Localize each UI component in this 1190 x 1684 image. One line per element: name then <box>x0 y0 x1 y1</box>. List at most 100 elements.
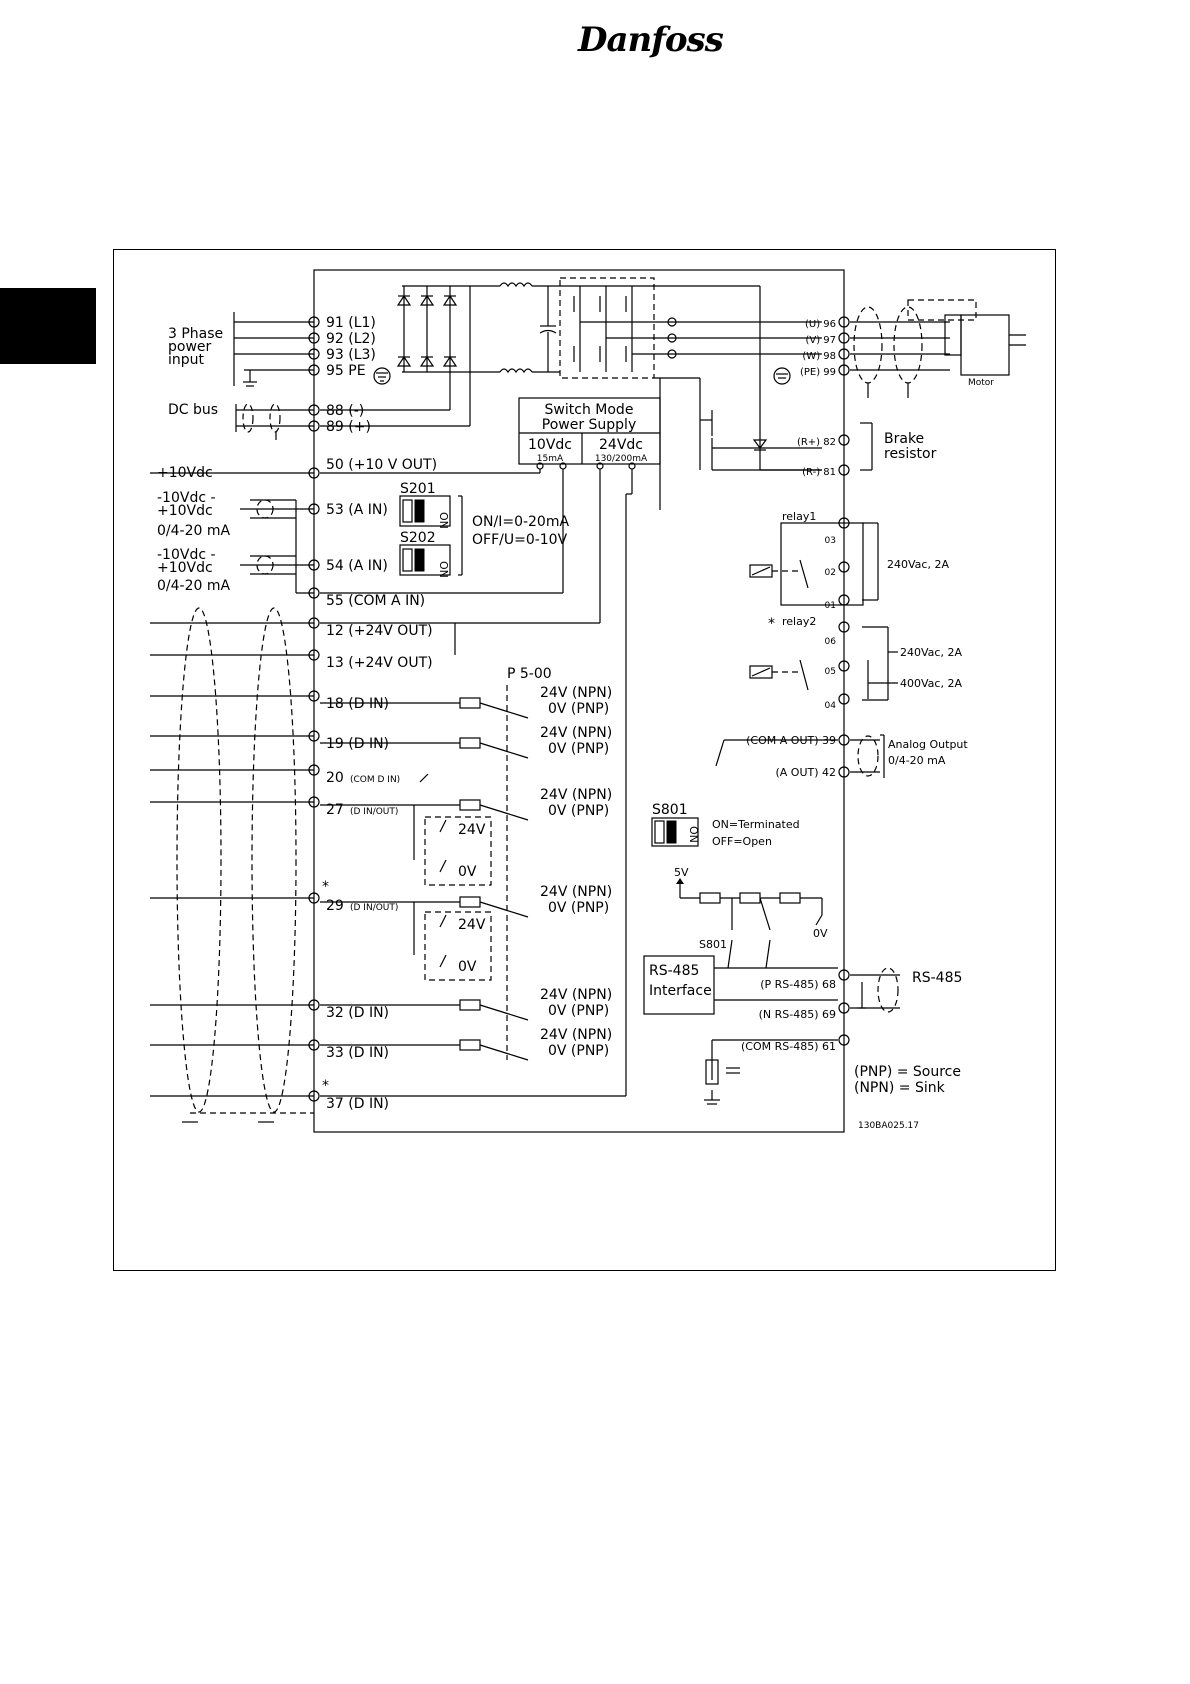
ain-mode-current: ON/I=0-20mA <box>472 514 569 530</box>
in27-pnp: 0V (PNP) <box>548 803 609 819</box>
s201-switch <box>399 495 451 527</box>
s801-inline-label: S801 <box>699 938 727 951</box>
in18-pnp: 0V (PNP) <box>548 701 609 717</box>
out27-0v: 0V <box>458 864 477 880</box>
ain53-range-1: -10Vdc - <box>157 490 216 506</box>
rectifier-bridge <box>320 282 560 427</box>
motor-icon <box>960 314 1010 376</box>
terminal-33: 33 (D IN) <box>326 1045 389 1061</box>
relay1-label: relay1 <box>782 510 816 523</box>
terminal-55: 55 (COM A IN) <box>326 593 425 609</box>
s201-label: S201 <box>400 481 436 497</box>
in29-npn: 24V (NPN) <box>540 884 612 900</box>
terminal-96: (U) 96 <box>805 319 836 330</box>
relay-2: * relay2 06 05 04 240Vac, 2A 400Vac, 2A <box>749 615 962 711</box>
terminal-27-name: (D IN/OUT) <box>350 807 398 817</box>
in33-npn: 24V (NPN) <box>540 1027 612 1043</box>
drawing-code: 130BA025.17 <box>858 1121 919 1131</box>
rs485-bus-label: RS-485 <box>912 970 962 986</box>
psu-10v-current: 15mA <box>537 454 564 464</box>
s801-on: ON <box>687 826 700 843</box>
relay2-04: 04 <box>825 701 837 711</box>
relay1-02: 02 <box>825 568 836 578</box>
relay1-rating: 240Vac, 2A <box>887 558 949 571</box>
terminal-92: 92 (L2) <box>326 331 376 347</box>
relay-1: relay1 03 02 01 240Vac, 2A <box>749 510 949 611</box>
terminal-97: (V) 97 <box>805 335 836 346</box>
terminal-18: 18 (D IN) <box>326 696 389 712</box>
in32-pnp: 0V (PNP) <box>548 1003 609 1019</box>
p5-00-label: P 5-00 <box>507 666 552 682</box>
motor-connection: Motor <box>850 299 1026 398</box>
terminal-99: (PE) 99 <box>800 367 836 378</box>
s202-label: S202 <box>400 530 436 546</box>
in27-npn: 24V (NPN) <box>540 787 612 803</box>
relay2-rating-1: 240Vac, 2A <box>900 646 962 659</box>
terminal-89: 89 (+) <box>326 419 371 435</box>
mains-supply-group: 3 Phase power input <box>168 312 314 387</box>
digital-input-resistors <box>320 697 529 1061</box>
ain54-range-2: +10Vdc <box>157 560 213 576</box>
terminal-82: (R+) 82 <box>797 437 836 448</box>
terminal-29-number: 29 <box>326 898 344 914</box>
s202-switch <box>399 544 451 576</box>
terminal-69: (N RS-485) 69 <box>759 1008 836 1021</box>
section-tab-marker <box>0 288 96 364</box>
s201-s202-switches: S201 ON S202 ON ON/I=0-20mA OFF/U=0-10V <box>399 481 569 578</box>
terminal-32: 32 (D IN) <box>326 1005 389 1021</box>
dc-bus-group: DC bus <box>168 402 314 440</box>
terminal-53: 53 (A IN) <box>326 502 388 518</box>
s201-on: ON <box>437 512 450 529</box>
legend-npn: (NPN) = Sink <box>854 1080 946 1096</box>
right-terminal-labels: (U) 96 (V) 97 (W) 98 (PE) 99 (R+) 82 (R-… <box>741 319 836 1053</box>
in18-npn: 24V (NPN) <box>540 685 612 701</box>
terminal-61: (COM RS-485) 61 <box>741 1040 836 1053</box>
terminal-50: 50 (+10 V OUT) <box>326 457 437 473</box>
relay2-label: relay2 <box>782 615 816 628</box>
s801-switch: S801 ON ON=Terminated OFF=Open <box>651 802 800 848</box>
relay2-06: 06 <box>825 637 837 647</box>
terminal-68: (P RS-485) 68 <box>760 978 836 991</box>
out29-0v: 0V <box>458 959 477 975</box>
ain54-range-1: -10Vdc - <box>157 547 216 563</box>
digital-input-lines <box>150 607 314 1123</box>
wiring-diagram-frame <box>113 249 1056 1271</box>
psu-title-2: Power Supply <box>542 417 637 433</box>
psu-24v-current: 130/200mA <box>595 454 648 464</box>
rs485-interface-2: Interface <box>649 983 712 999</box>
terminal-27-number: 27 <box>326 802 344 818</box>
terminal-20-name: (COM D IN) <box>350 775 400 785</box>
out29-24v: 24V <box>458 917 486 933</box>
brake-resistor: Brake resistor <box>860 422 937 471</box>
analog-output-range: 0/4-20 mA <box>888 754 946 767</box>
terminal-37: 37 (D IN) <box>326 1096 389 1112</box>
terminal-98: (W) 98 <box>802 351 836 362</box>
in33-pnp: 0V (PNP) <box>548 1043 609 1059</box>
terminal-91: 91 (L1) <box>326 315 376 331</box>
psu-title-1: Switch Mode <box>545 402 634 418</box>
ain53-range-3: 0/4-20 mA <box>157 523 230 539</box>
relay2-05: 05 <box>825 667 836 677</box>
motor-label: Motor <box>968 378 994 388</box>
s801-on-text: ON=Terminated <box>712 818 800 831</box>
relay1-03: 03 <box>825 536 836 546</box>
psu-10v: 10Vdc <box>528 437 572 453</box>
mains-label-3: input <box>168 352 205 368</box>
s801-off-text: OFF=Open <box>712 835 772 848</box>
inverter-igbt-module <box>559 277 822 379</box>
right-terminal-screws <box>838 316 850 1046</box>
in19-pnp: 0V (PNP) <box>548 741 609 757</box>
left-terminal-screws <box>308 316 320 1102</box>
terminal-88: 88 (-) <box>326 403 364 419</box>
terminal-95: 95 PE <box>326 363 366 379</box>
in32-npn: 24V (NPN) <box>540 987 612 1003</box>
asterisk-37: * <box>322 1078 329 1094</box>
pe-motor-ground-icon <box>773 367 791 385</box>
brake-label-2: resistor <box>884 446 937 462</box>
relay2-rating-2: 400Vac, 2A <box>900 677 962 690</box>
npn-pnp-labels: 24V (NPN) 0V (PNP) 24V (NPN) 0V (PNP) 24… <box>540 685 612 1059</box>
p5-00-selector: P 5-00 <box>454 623 552 1060</box>
terminal-42: (A OUT) 42 <box>775 766 836 779</box>
switch-mode-power-supply: Switch Mode Power Supply 10Vdc 15mA 24Vd… <box>320 397 661 1097</box>
